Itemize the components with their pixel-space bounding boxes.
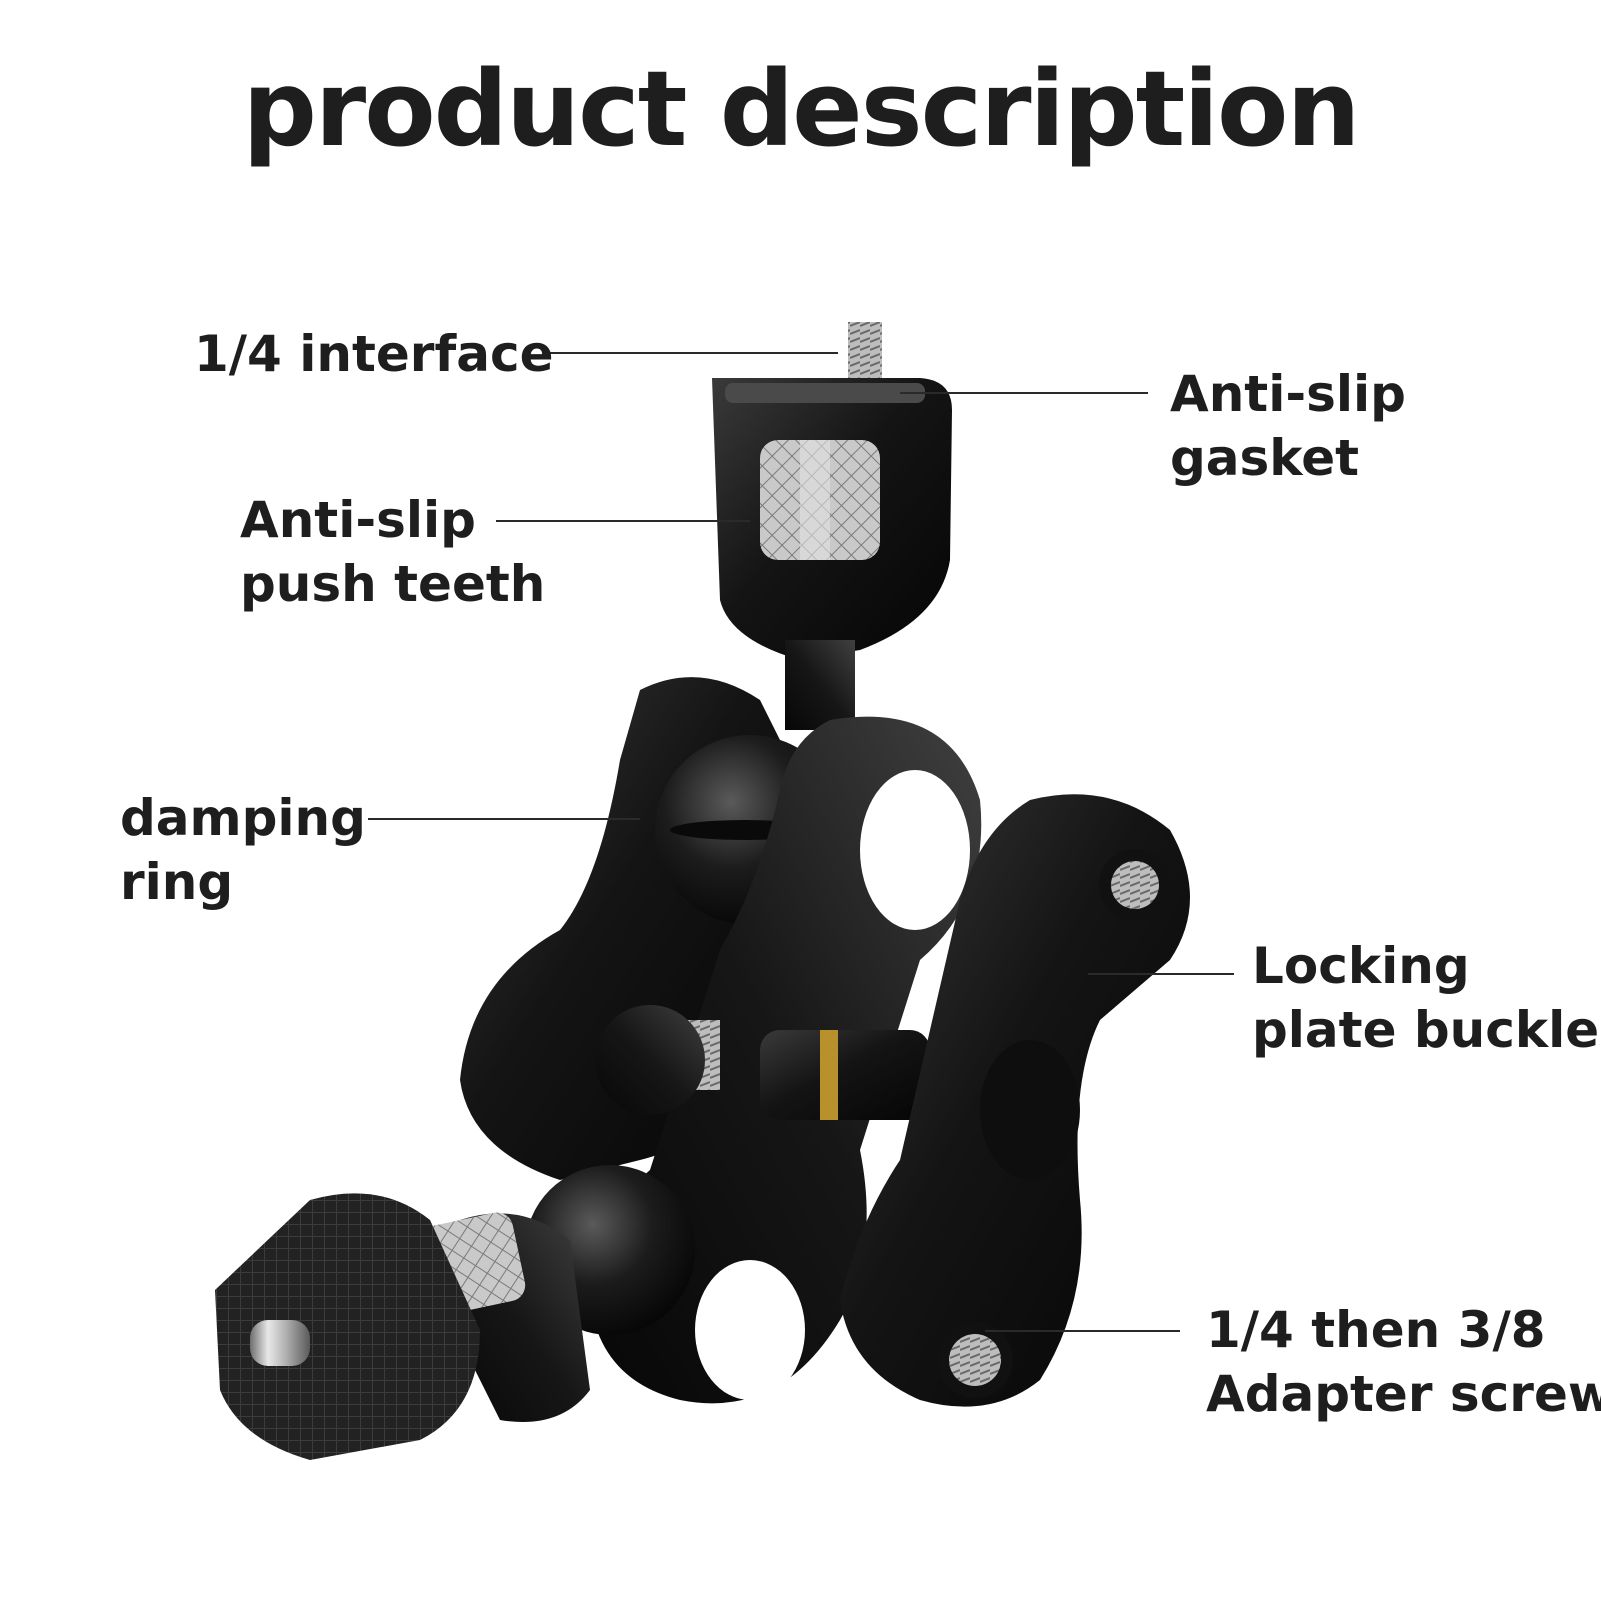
callout-adapter: 1/4 then 3/8 Adapter screw xyxy=(1206,1298,1601,1426)
page-title: product description xyxy=(242,48,1360,170)
callout-adapter-line1: 1/4 then 3/8 xyxy=(1206,1301,1546,1359)
top-screw xyxy=(848,322,882,384)
leader-gasket xyxy=(900,392,1148,394)
callout-adapter-line2: Adapter screw xyxy=(1206,1365,1601,1423)
leader-locking xyxy=(1088,973,1234,975)
callout-teeth-line1: Anti-slip xyxy=(240,491,476,549)
callout-locking: Locking plate buckle xyxy=(1252,934,1599,1062)
leader-damping xyxy=(368,818,640,820)
callout-damping-line2: ring xyxy=(120,853,234,911)
callout-teeth-line2: push teeth xyxy=(240,555,546,613)
callout-locking-line1: Locking xyxy=(1252,937,1470,995)
leader-interface xyxy=(548,352,838,354)
brass-ring xyxy=(820,1030,838,1120)
bottom-screw xyxy=(250,1320,310,1366)
callout-gasket-line1: Anti-slip xyxy=(1170,365,1406,423)
callout-gasket: Anti-slip gasket xyxy=(1170,362,1406,490)
callout-locking-line2: plate buckle xyxy=(1252,1001,1600,1059)
callout-interface: 1/4 interface xyxy=(194,322,554,386)
callout-damping: damping ring xyxy=(120,786,366,914)
callout-teeth: Anti-slip push teeth xyxy=(240,488,545,616)
lock-bolt xyxy=(760,1030,930,1120)
bottom-plate xyxy=(215,1193,480,1460)
leader-teeth xyxy=(496,520,750,522)
callout-interface-line1: 1/4 interface xyxy=(194,325,554,383)
callout-damping-line1: damping xyxy=(120,789,366,847)
callout-gasket-line2: gasket xyxy=(1170,429,1360,487)
leader-adapter xyxy=(985,1330,1180,1332)
